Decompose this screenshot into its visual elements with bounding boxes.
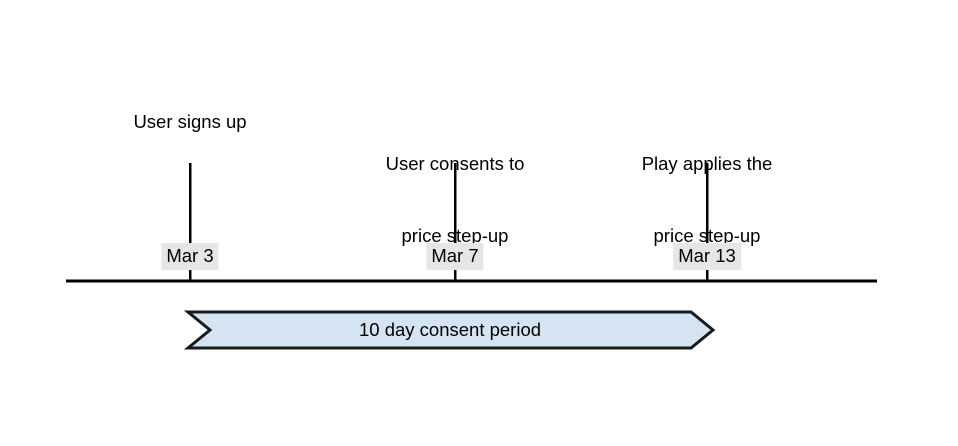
consent-period-band-shape [183, 310, 716, 350]
date-chip-user-consents: Mar 7 [426, 243, 484, 270]
date-chip-play-applies-step-up: Mar 13 [673, 243, 741, 270]
date-chip-user-signs-up: Mar 3 [161, 243, 219, 270]
